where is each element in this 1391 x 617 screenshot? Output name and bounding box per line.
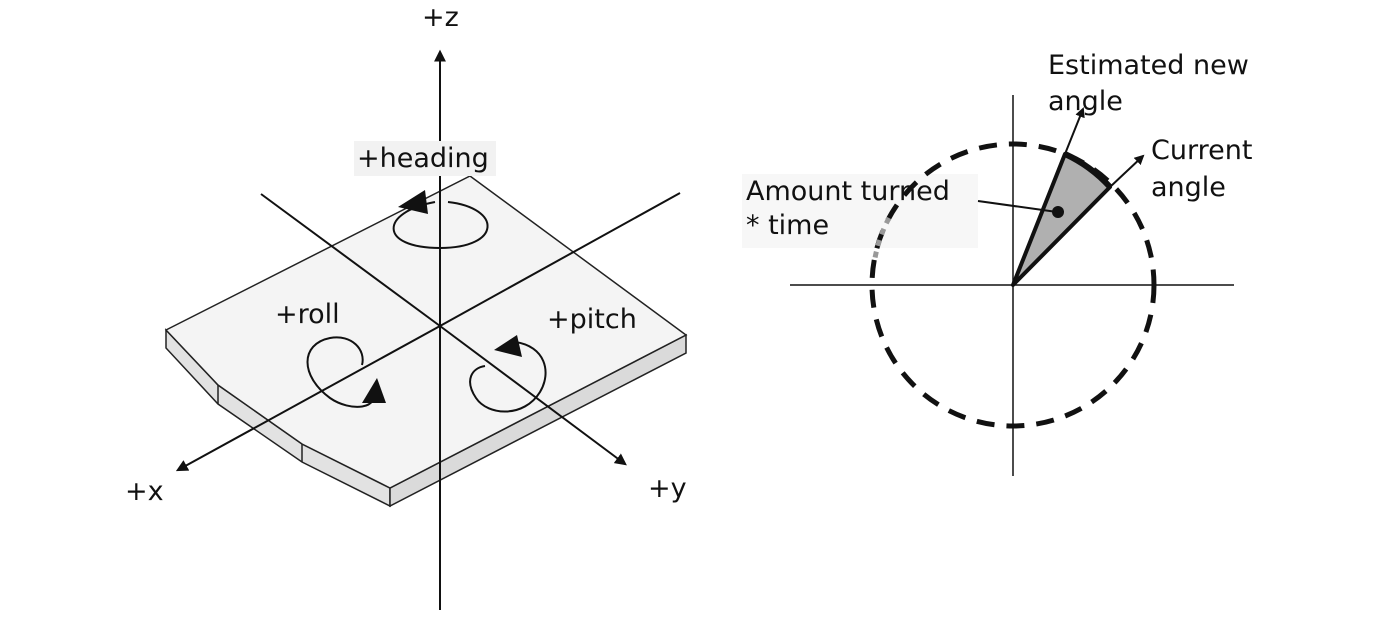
current-angle-arrow	[1109, 154, 1145, 188]
amount-pointer-dot	[1052, 206, 1064, 218]
dashed-circle-faded-segment	[872, 216, 892, 259]
amount-label-background	[742, 174, 978, 248]
roll-label: +roll	[275, 299, 340, 330]
z-axis-label: +z	[422, 2, 459, 33]
roll-arrowhead	[362, 378, 386, 403]
estimated-angle-arrow	[1064, 107, 1085, 155]
y-axis-back	[260, 193, 441, 327]
current-angle-label-line2: angle	[1151, 172, 1226, 203]
heading-label: +heading	[357, 143, 489, 174]
x-axis-label: +x	[125, 476, 164, 507]
estimated-angle-label-line2: angle	[1048, 86, 1123, 117]
dashed-circle	[869, 141, 1157, 429]
wedge-arc	[1063, 151, 1113, 190]
pitch-arrowhead	[494, 335, 522, 357]
heading-label-background	[354, 141, 496, 176]
pitch-label: +pitch	[547, 304, 637, 335]
amount-pointer-line	[977, 200, 1058, 213]
y-axis-label: +y	[648, 473, 687, 504]
heading-rotation-arrow	[392, 201, 489, 250]
estimated-angle-label-line1: Estimated new	[1048, 50, 1249, 81]
x-axis-back	[439, 192, 681, 327]
left-orientation-diagram: +heading +roll +pitch +z +x +y	[125, 2, 688, 610]
amount-turned-label-line2: * time	[746, 210, 829, 241]
pitch-rotation-arrow	[469, 341, 547, 413]
y-axis	[439, 325, 627, 466]
x-axis	[175, 325, 441, 472]
roll-rotation-arrow	[306, 336, 375, 408]
heading-arrowhead	[398, 190, 428, 214]
right-angle-diagram: Estimated new angle Current angle Amount…	[742, 50, 1252, 476]
amount-turned-label-line1: Amount turned	[746, 176, 950, 207]
current-angle-label-line1: Current	[1151, 135, 1252, 166]
